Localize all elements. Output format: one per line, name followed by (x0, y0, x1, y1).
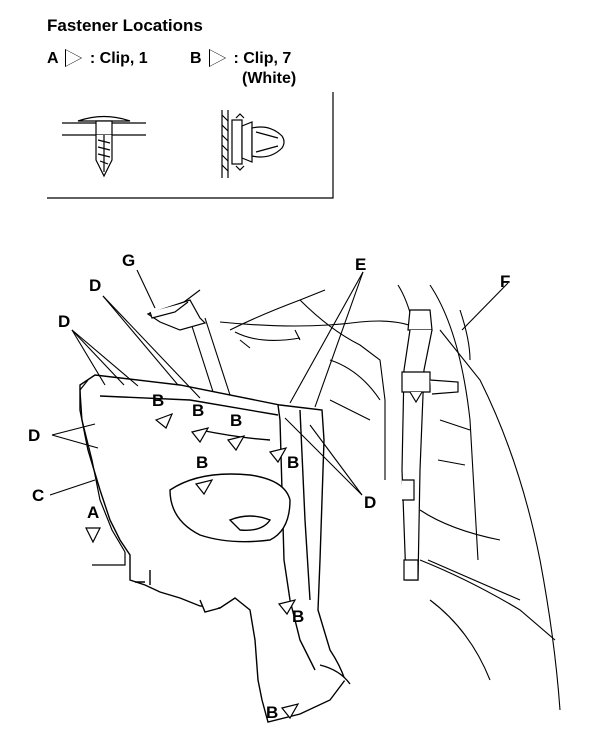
callout-b-4: B (287, 453, 299, 472)
callout-d-1: D (89, 276, 101, 295)
callout-b-7: B (266, 703, 278, 722)
clip-b-marker-2 (190, 427, 210, 444)
clip-b-marker-4 (268, 447, 288, 464)
clip-b-marker-1 (154, 412, 174, 429)
legend-b-letter: B (190, 50, 202, 67)
callout-d-4: D (364, 493, 376, 512)
callout-b-5: B (196, 453, 208, 472)
legend-b-note: (White) (242, 70, 297, 87)
panel-c-edge (79, 379, 126, 566)
clip-b-illustration (221, 110, 285, 178)
clip-b-marker-5 (194, 479, 214, 496)
trim-panel-c (79, 374, 351, 723)
callout-b-1: B (152, 391, 164, 410)
legend-a-line: A : Clip, 1 (47, 49, 148, 68)
clip-b-marker-3 (226, 435, 246, 452)
trim-panel-g (146, 299, 207, 331)
legend-a-letter: A (47, 50, 58, 67)
triangle-b-icon (206, 49, 229, 68)
callout-b-6: B (292, 607, 304, 626)
callout-g: G (122, 251, 135, 270)
legend-b-text: : Clip, 7 (233, 50, 292, 67)
callout-c: C (32, 486, 44, 505)
legend-a-text: : Clip, 1 (89, 50, 148, 67)
leader-lines (49, 269, 509, 496)
triangle-a-icon (62, 49, 85, 68)
clip-a-marker (85, 527, 101, 544)
callout-b-2: B (192, 401, 204, 420)
clip-b-marker-6 (277, 599, 297, 616)
callout-d-2: D (58, 312, 70, 331)
clip-markers (85, 412, 300, 720)
callout-e: E (355, 255, 366, 274)
callout-d-3: D (28, 426, 40, 445)
legend-frame (47, 92, 334, 199)
callout-a: A (87, 503, 99, 522)
callout-f: F (500, 272, 510, 291)
callout-b-3: B (230, 411, 242, 430)
legend-b-line: B : Clip, 7 (190, 49, 292, 68)
legend-title: Fastener Locations (47, 16, 203, 35)
clip-a-illustration (62, 115, 146, 178)
seat-belt (401, 309, 459, 581)
clip-b-marker-7 (280, 703, 300, 720)
